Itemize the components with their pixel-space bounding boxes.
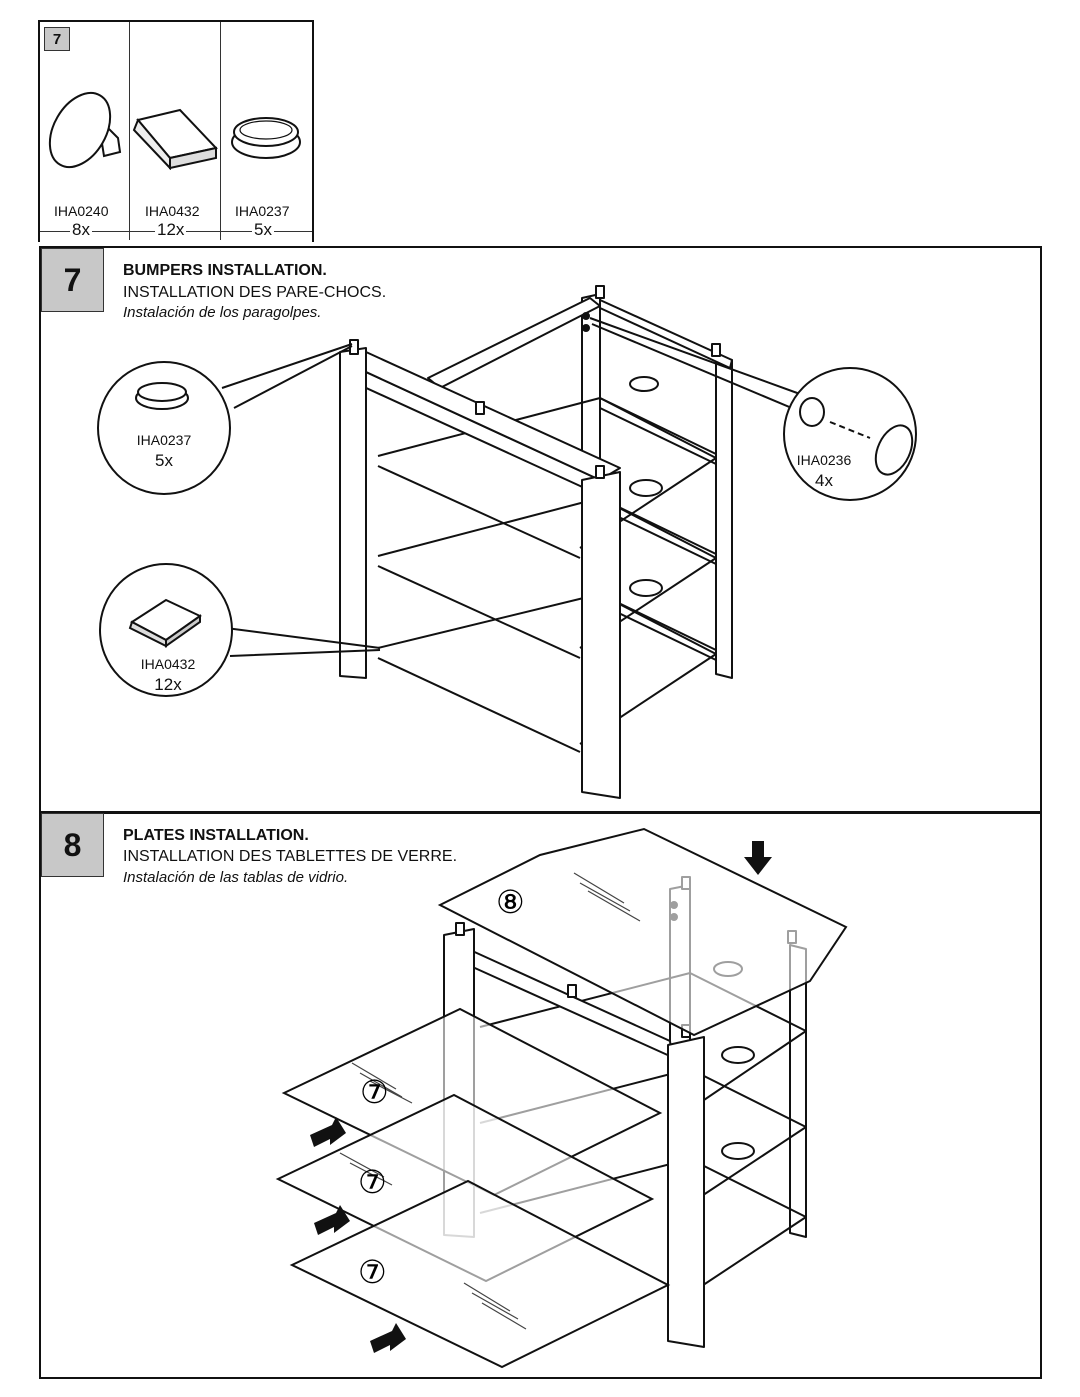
knob-part-icon: [48, 92, 122, 168]
callout-round-bumper-icon: [97, 361, 231, 495]
step8-shelf-drawing: ⑧ ⑦ ⑦ ⑦: [275, 827, 848, 1369]
step7-callout1-qty: 5x: [155, 451, 173, 470]
round-bumper-part-icon: [231, 117, 301, 159]
callout-bumper-pad-icon: [99, 563, 233, 697]
parts-box: [38, 20, 314, 242]
part-qty-1: 8x: [70, 220, 92, 240]
glass-plates: [275, 827, 848, 1369]
step7-callout2-qty: 12x: [154, 675, 182, 694]
step7-badge: 7: [41, 248, 104, 312]
callout-knob-screw-icon: [783, 367, 917, 501]
step7-title-en: BUMPERS INSTALLATION.: [123, 262, 327, 279]
step8-badge: 8: [41, 813, 104, 877]
step7-callout3-qty: 4x: [815, 471, 833, 490]
part-qty-2: 12x: [155, 220, 187, 240]
part-code-3: IHA0237: [235, 203, 290, 219]
step8-title-fr: INSTALLATION DES TABLETTES DE VERRE.: [123, 848, 458, 865]
step7-callout3-code: IHA0236: [796, 452, 852, 468]
parts-divider-1: [129, 22, 130, 240]
plate-label-2: ⑦: [358, 1163, 387, 1201]
plate-label-top: ⑧: [496, 883, 525, 921]
push-arrows: [310, 841, 772, 1353]
step7-panel: [39, 246, 1042, 814]
step8-title-en: PLATES INSTALLATION.: [123, 827, 309, 844]
parts-step-badge: 7: [44, 27, 70, 51]
part-code-1: IHA0240: [54, 203, 109, 219]
step8-panel: [39, 811, 1042, 1379]
step7-title-es: Instalación de los paragolpes.: [123, 304, 322, 321]
plate-label-1: ⑦: [360, 1073, 389, 1111]
step7-shelf-drawing: [97, 285, 917, 799]
bumper-pad-part-icon: [132, 108, 218, 170]
step7-title-fr: INSTALLATION DES PARE-CHOCS.: [123, 284, 387, 301]
plate-label-3: ⑦: [358, 1253, 387, 1291]
step7-callout2-code: IHA0432: [140, 656, 196, 672]
step7-callout1-code: IHA0237: [136, 432, 192, 448]
part-code-2: IHA0432: [145, 203, 200, 219]
parts-illustrations: [48, 92, 301, 170]
part-qty-3: 5x: [252, 220, 274, 240]
step8-title-es: Instalación de las tablas de vidrio.: [123, 869, 349, 886]
parts-divider-2: [220, 22, 221, 240]
